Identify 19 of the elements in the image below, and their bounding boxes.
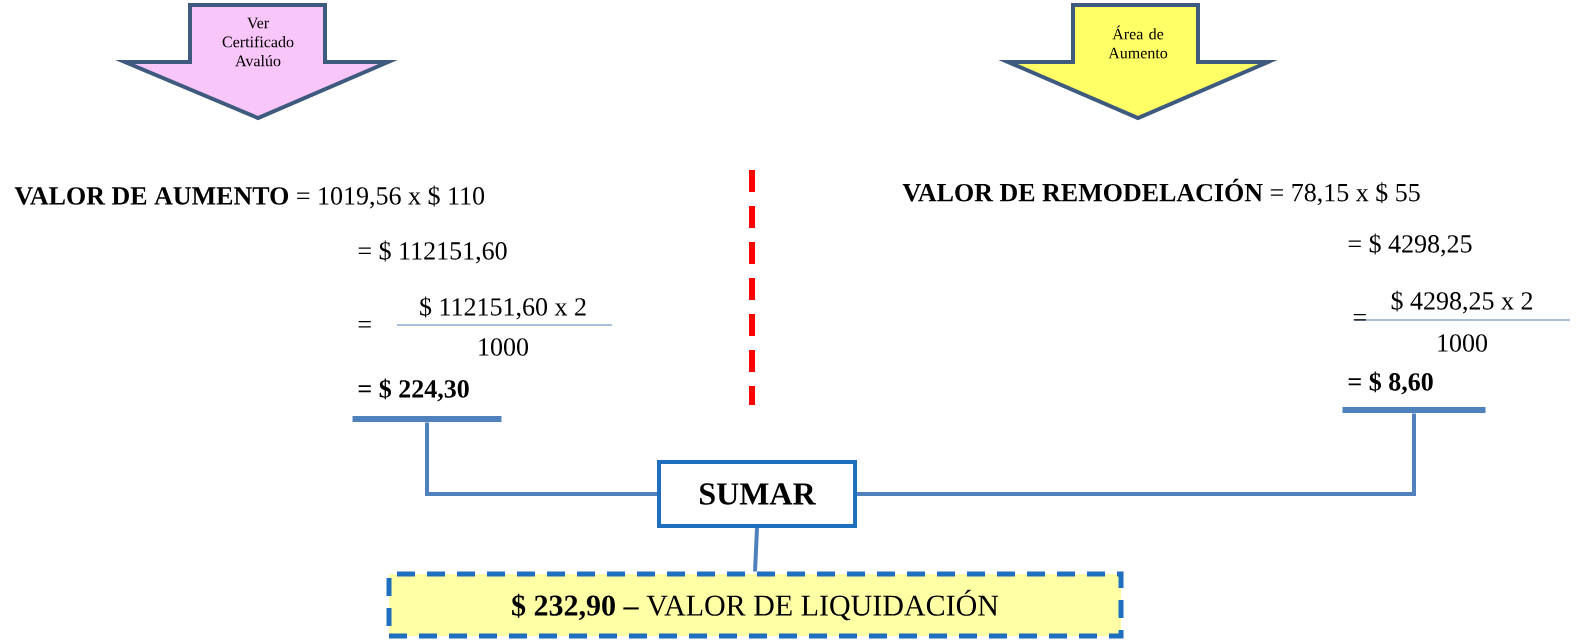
formula-text: = [1353,314,1366,321]
formula-text: 1000 [479,338,528,356]
formula-text: = $ 8,60 [1348,371,1433,395]
process-box: SUMAR [657,460,857,528]
underline-bar [352,416,502,422]
formula-text: = [358,321,371,328]
formula-text: = $ 112151,60 [358,240,507,264]
formula-text: VALOR DE AUMENTO = 1019,56 x $ 110 [14,185,485,209]
connector-line [857,413,1416,496]
formula-text: $ 4298,25 x 2 [1391,290,1533,314]
formula-text: $ 112151,60 x 2 [420,296,586,320]
formula-text: = $ 224,30 [358,378,469,402]
formula-text: VALOR DE REMODELACIÓN = 78,15 x $ 55 [902,178,1420,206]
formula-text: 1000 [1438,334,1487,352]
connector-line [753,527,759,572]
connector-line [425,422,657,496]
underline-bar [1342,407,1486,413]
result-box: $ 232,90 – VALOR DE LIQUIDACIÓN [386,571,1124,639]
formula-text: = $ 4298,25 [1348,233,1472,257]
